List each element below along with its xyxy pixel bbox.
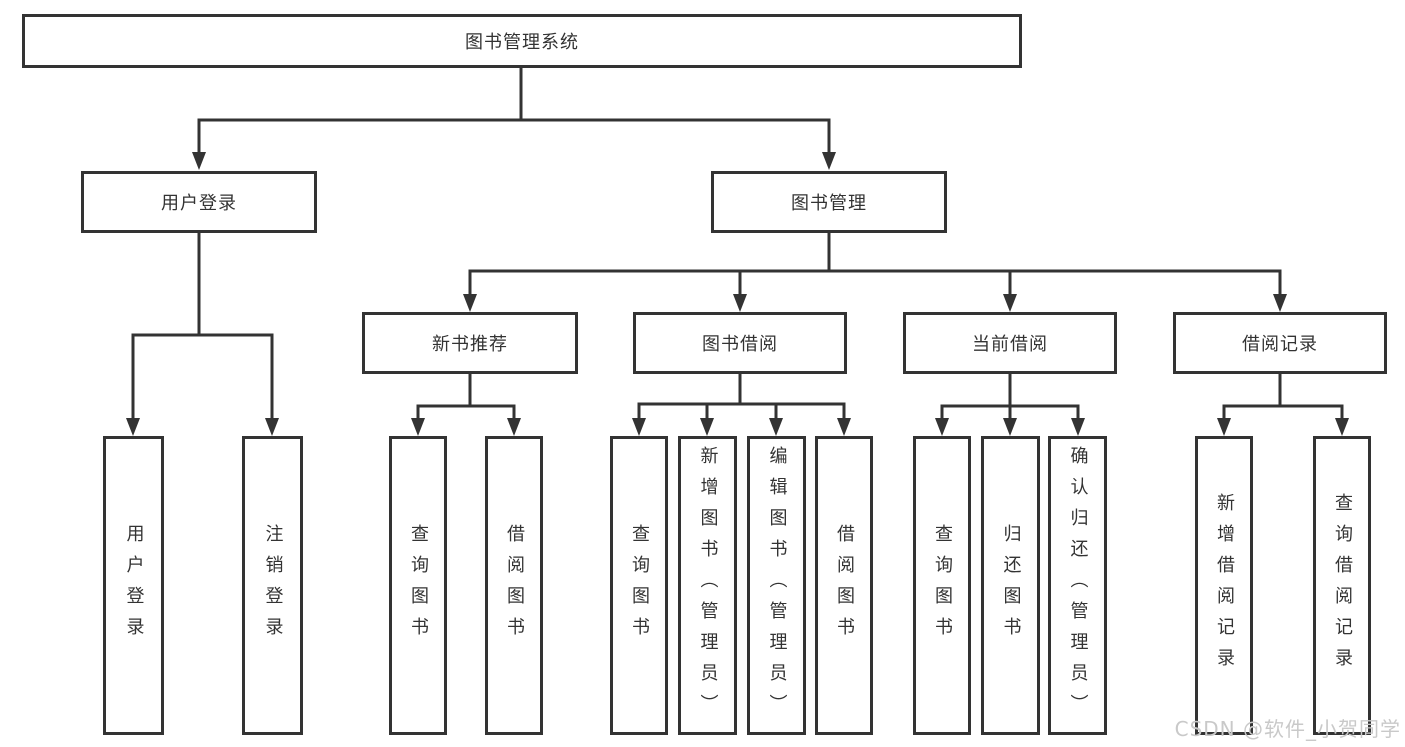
leaf-label: 借阅图书	[834, 523, 855, 648]
leaf-query-books-borrow: 查询图书	[610, 436, 668, 735]
node-user-login: 用户登录	[81, 171, 317, 233]
node-book-management: 图书管理	[711, 171, 947, 233]
leaf-borrow-books-borrow: 借阅图书	[815, 436, 873, 735]
leaf-label: 查询图书	[629, 523, 650, 648]
leaf-edit-book-admin: 编辑图书（管理员）	[747, 436, 806, 735]
watermark: CSDN @软件_小贺同学	[1174, 717, 1401, 741]
leaf-logout: 注销登录	[242, 436, 303, 735]
leaf-return-book: 归还图书	[981, 436, 1040, 735]
connector-book-borrow	[637, 372, 846, 423]
connector-borrow-records	[1222, 372, 1344, 423]
node-root: 图书管理系统	[22, 14, 1022, 68]
leaf-query-books-current: 查询图书	[913, 436, 971, 735]
leaf-add-borrow-record: 新增借阅记录	[1195, 436, 1253, 735]
leaf-label: 查询借阅记录	[1332, 492, 1353, 679]
node-new-book-recommend: 新书推荐	[362, 312, 578, 374]
leaf-label: 查询图书	[408, 523, 429, 648]
leaf-label: 确认归还（管理员）	[1067, 446, 1089, 725]
node-current-borrow: 当前借阅	[903, 312, 1117, 374]
leaf-confirm-return-admin: 确认归还（管理员）	[1048, 436, 1107, 735]
leaf-label: 注销登录	[262, 523, 284, 648]
leaf-add-book-admin: 新增图书（管理员）	[678, 436, 737, 735]
connector-book-management	[468, 231, 1282, 300]
leaf-label: 新增借阅记录	[1214, 492, 1235, 679]
leaf-label: 编辑图书（管理员）	[766, 446, 788, 725]
connector-current-borrow	[940, 372, 1080, 423]
leaf-label: 查询图书	[932, 523, 953, 648]
leaf-query-books-recommend: 查询图书	[389, 436, 447, 735]
connector-root	[197, 66, 831, 158]
leaf-label: 用户登录	[123, 523, 145, 648]
connector-new-book-recommend	[416, 372, 516, 423]
leaf-label: 新增图书（管理员）	[697, 446, 719, 725]
leaf-query-borrow-record: 查询借阅记录	[1313, 436, 1371, 735]
leaf-user-login: 用户登录	[103, 436, 164, 735]
leaf-label: 归还图书	[1000, 523, 1022, 648]
node-borrow-records: 借阅记录	[1173, 312, 1387, 374]
leaf-label: 借阅图书	[504, 523, 525, 648]
leaf-borrow-books-recommend: 借阅图书	[485, 436, 543, 735]
node-book-borrow: 图书借阅	[633, 312, 847, 374]
connector-user-login	[131, 231, 274, 423]
